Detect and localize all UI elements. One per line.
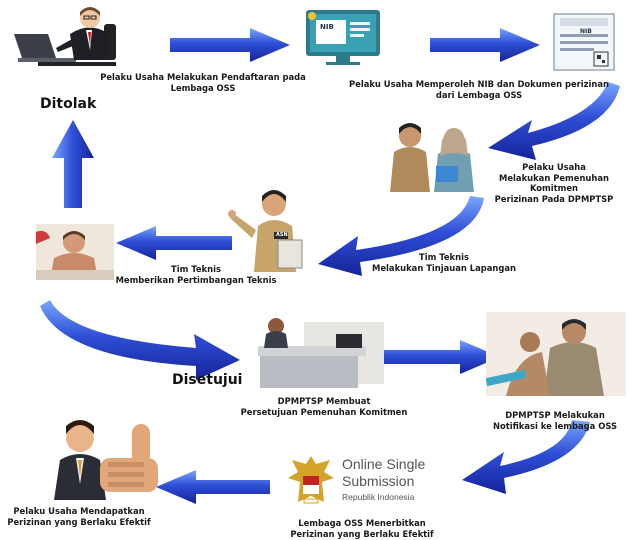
asn-badge: ASN	[276, 232, 288, 238]
step-9-line-2: Perizinan yang Berlaku Efektif	[7, 516, 151, 527]
oss-logo: Online Single Submission Republik Indone…	[286, 452, 446, 514]
step-8-caption: Lembaga OSS Menerbitkan Perizinan yang B…	[274, 518, 450, 539]
reviewer-illustration	[36, 224, 114, 280]
nib-computer-illustration: NIB	[302, 8, 384, 66]
step-7-line-1: DPMPTSP Melakukan	[505, 410, 605, 420]
arrow-2-right	[430, 28, 540, 62]
step-9-line-1: Pelaku Usaha Mendapatkan	[13, 506, 145, 516]
step-8-line-2: Perizinan yang Berlaku Efektif	[290, 528, 434, 539]
step-3-caption: Pelaku Usaha Melakukan Pemenuhan Komitme…	[476, 162, 632, 204]
oss-line-1: Online Single	[342, 456, 426, 472]
arrow-4-curve	[318, 196, 484, 276]
step-5-line-1: Tim Teknis	[171, 264, 221, 274]
thumbs-up-illustration	[40, 414, 174, 500]
step-1-caption: Pelaku Usaha Melakukan Pendaftaran pada …	[100, 72, 306, 93]
step-3-line-3: Perizinan Pada DPMPTSP	[494, 193, 614, 204]
oss-line-2: Submission	[342, 473, 415, 489]
arrow-9-curve	[462, 420, 590, 494]
nib-label: NIB	[320, 23, 334, 31]
arrow-3-curve	[488, 82, 620, 160]
notification-illustration	[485, 312, 626, 396]
step-4-caption: Tim Teknis Melakukan Tinjauan Lapangan	[362, 252, 526, 273]
garuda-emblem-icon	[288, 456, 334, 504]
step-6-caption: DPMPTSP Membuat Persetujuan Pemenuhan Ko…	[232, 396, 416, 417]
nib-doc-label: NIB	[580, 28, 592, 35]
arrow-10-left	[156, 470, 270, 504]
arrow-7-curve	[40, 300, 240, 380]
step-5-line-2: Memberikan Pertimbangan Teknis	[115, 274, 277, 285]
step-2-caption: Pelaku Usaha Memperoleh NIB dan Dokumen …	[349, 79, 609, 100]
approved-label: Disetujui	[172, 372, 243, 388]
step-4-line-1: Tim Teknis	[419, 252, 469, 262]
arrow-8-right	[384, 340, 500, 374]
step-6-line-2: Persetujuan Pemenuhan Komitmen	[240, 406, 408, 417]
rejected-label: Ditolak	[40, 96, 97, 112]
office-desk-illustration	[238, 312, 386, 392]
arrow-5-left	[116, 226, 232, 260]
officials-illustration	[386, 112, 482, 192]
step-3-line-2: Melakukan Pemenuhan Komitmen	[499, 172, 609, 194]
nib-document-illustration: NIB	[552, 12, 616, 72]
arrow-1-right	[170, 28, 290, 62]
step-8-line-1: Lembaga OSS Menerbitkan	[298, 518, 426, 528]
step-5-caption: Tim Teknis Memberikan Pertimbangan Tekni…	[110, 264, 282, 285]
step-4-line-2: Melakukan Tinjauan Lapangan	[372, 262, 516, 273]
step-9-caption: Pelaku Usaha Mendapatkan Perizinan yang …	[4, 506, 154, 527]
person-laptop-illustration	[8, 4, 138, 70]
step-7-caption: DPMPTSP Melakukan Notifikasi ke lembaga …	[480, 410, 630, 431]
step-6-line-1: DPMPTSP Membuat	[277, 396, 371, 406]
oss-line-3: Republik Indonesia	[342, 492, 415, 502]
asn-officer-illustration: ASN	[226, 180, 322, 272]
step-7-line-2: Notifikasi ke lembaga OSS	[492, 420, 618, 431]
step-3-line-1: Pelaku Usaha	[522, 162, 586, 172]
arrow-6-up	[52, 120, 94, 208]
